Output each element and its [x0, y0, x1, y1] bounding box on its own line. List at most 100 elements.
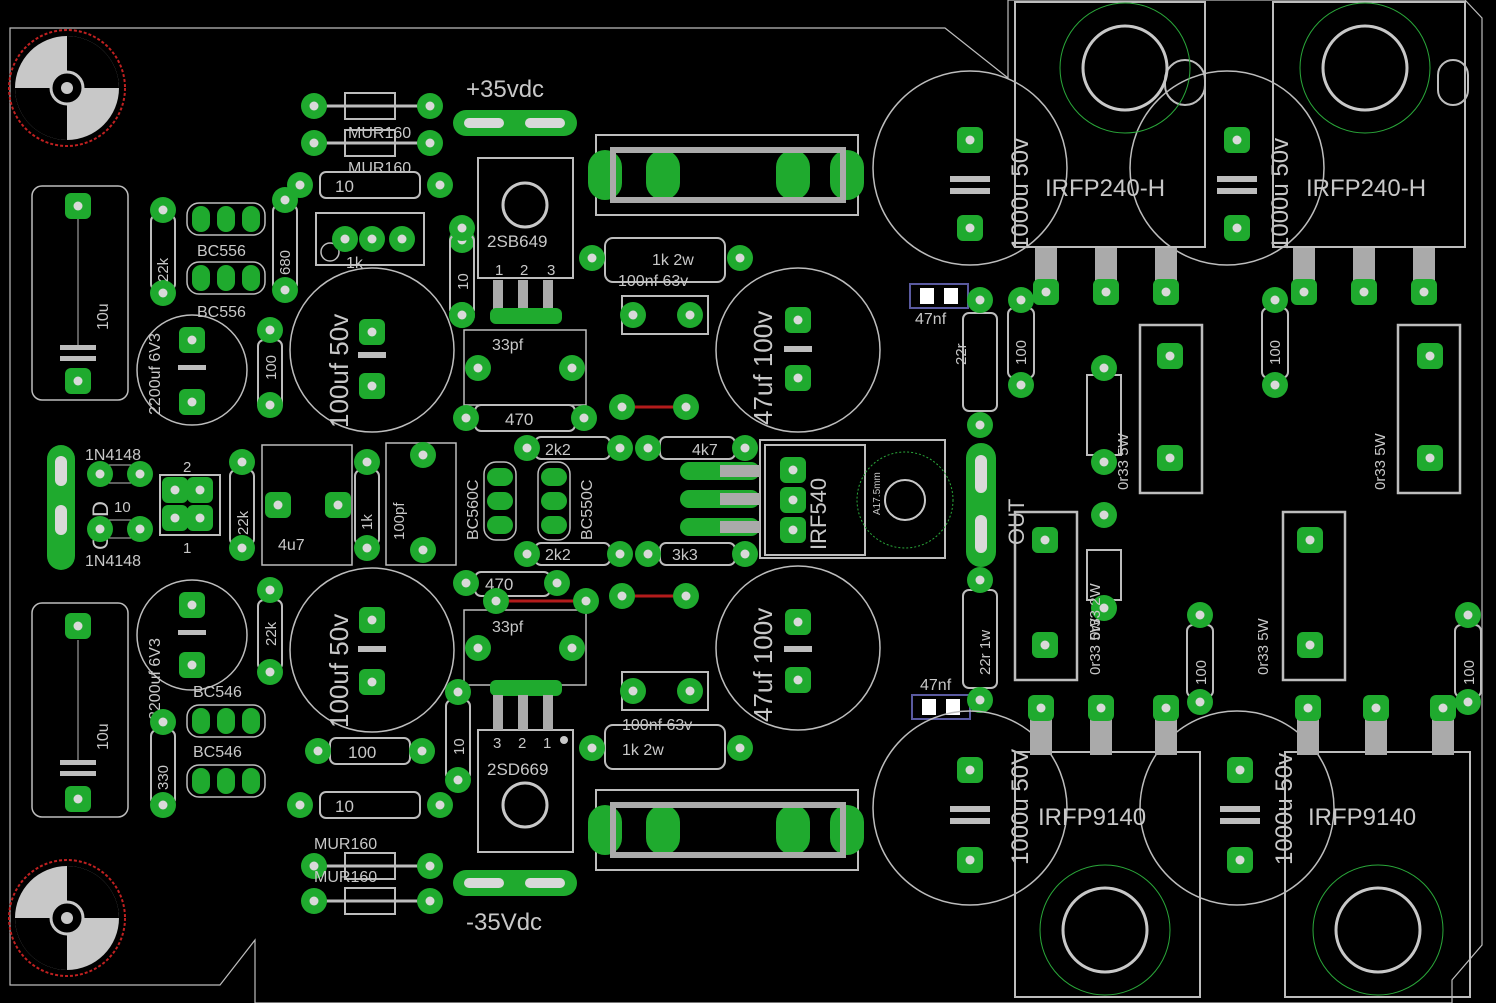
- svg-text:100pf: 100pf: [391, 502, 408, 540]
- transistor-bc546-b: BC546: [186, 744, 266, 798]
- svg-text:-35Vdc: -35Vdc: [466, 909, 542, 936]
- bias-connector: 2 1: [159, 459, 221, 557]
- resistor-4k7: 4k7: [635, 435, 758, 461]
- resistor-330: 330: [150, 709, 176, 818]
- resistor-10-c: 10: [449, 215, 475, 328]
- resistor-1k-mid: 1k: [354, 449, 380, 561]
- svg-text:IRFP9140: IRFP9140: [1038, 804, 1146, 831]
- svg-text:IRFP9140: IRFP9140: [1308, 804, 1416, 831]
- transistor-2sb649: 2SB649 1 2 3: [449, 157, 574, 328]
- cap-47nf-b: 47nf: [911, 677, 971, 720]
- resistor-100-bottom: 100: [305, 737, 435, 765]
- svg-text:1: 1: [495, 262, 503, 279]
- svg-text:22r: 22r: [953, 343, 970, 365]
- cap-10u-top: 10u: [31, 185, 129, 401]
- cap-33pf-a: 33pf: [463, 329, 587, 406]
- mosfet-irfp9140-a: IRFP9140: [1014, 695, 1201, 998]
- mount-hole-bottom: [8, 859, 126, 977]
- svg-text:10: 10: [455, 273, 472, 290]
- svg-text:3: 3: [547, 262, 555, 279]
- svg-text:4k7: 4k7: [692, 442, 718, 459]
- cap-2200uf-a: 2200uf 6V3: [136, 314, 248, 426]
- svg-text:22k: 22k: [235, 510, 252, 535]
- cap-47nf-a: 47nf: [909, 283, 969, 328]
- cap-10u-bottom: 10u: [31, 602, 129, 818]
- resistor-22k-a: 22k: [150, 197, 176, 306]
- diode-1n4148-top: 1N4148: [85, 447, 153, 487]
- resistor-100-out-b: 100: [1261, 287, 1289, 398]
- svg-text:0r33 2W: 0r33 2W: [1087, 582, 1104, 640]
- svg-text:470: 470: [505, 410, 533, 429]
- svg-text:47uf 100v: 47uf 100v: [748, 311, 778, 425]
- mosfet-irfp240-a: IRFP240-H: [1014, 1, 1206, 305]
- resistor-1k-2w-bottom: 1k 2w: [579, 724, 753, 770]
- svg-text:2: 2: [520, 262, 528, 279]
- svg-text:47nf: 47nf: [915, 311, 947, 328]
- cap-100uf-a: 100uf 50v: [289, 267, 455, 433]
- svg-text:22k: 22k: [155, 257, 172, 282]
- svg-text:1k: 1k: [346, 255, 364, 272]
- diode-mur160-4: MUR160: [301, 869, 443, 915]
- resistor-10-mid: 10: [114, 499, 131, 516]
- svg-text:MUR160: MUR160: [314, 836, 377, 853]
- svg-text:100: 100: [263, 355, 280, 380]
- svg-text:1k 2w: 1k 2w: [622, 742, 664, 759]
- resistor-10-bottom: 10: [287, 791, 453, 819]
- transistor-bc560c: BC560C: [465, 461, 517, 541]
- svg-text:10u: 10u: [95, 303, 112, 330]
- transistor-bc546-a: BC546: [186, 684, 266, 738]
- svg-text:0r33 5W: 0r33 5W: [1115, 432, 1132, 490]
- resistor-470-b: 470: [453, 570, 570, 597]
- svg-text:47nf: 47nf: [920, 677, 952, 694]
- fuse-bottom: [588, 789, 864, 871]
- resistor-0r33-d: 0r33 5W: [1255, 510, 1347, 682]
- resistor-2k2-b: 2k2: [514, 541, 633, 567]
- cap-33pf-b: 33pf: [463, 609, 587, 686]
- svg-text:100: 100: [1013, 340, 1030, 365]
- svg-text:+35vdc: +35vdc: [466, 76, 544, 103]
- svg-text:0r33 5W: 0r33 5W: [1255, 617, 1272, 675]
- mount-hole-top: [8, 29, 126, 147]
- svg-text:4u7: 4u7: [278, 537, 305, 554]
- svg-text:IRFP240-H: IRFP240-H: [1045, 175, 1165, 202]
- diode-mur160-3: MUR160: [301, 836, 443, 880]
- svg-text:100: 100: [348, 743, 376, 762]
- svg-text:1: 1: [183, 540, 191, 557]
- svg-text:1k 2w: 1k 2w: [652, 252, 694, 269]
- svg-text:OUT: OUT: [1004, 499, 1029, 545]
- resistor-100-a: 100: [257, 317, 283, 418]
- svg-text:MUR160: MUR160: [348, 125, 411, 142]
- cap-2200uf-b: 2200uf 6V3: [136, 579, 248, 720]
- resistor-100-out-d: 100: [1454, 602, 1482, 715]
- svg-text:2200uf 6V3: 2200uf 6V3: [147, 638, 164, 720]
- svg-text:33pf: 33pf: [492, 619, 524, 636]
- svg-text:A17.5mm: A17.5mm: [872, 472, 883, 515]
- mosfet-irfp240-b: IRFP240-H: [1272, 1, 1469, 305]
- svg-text:2: 2: [518, 735, 526, 752]
- svg-text:22r 1w: 22r 1w: [977, 630, 994, 675]
- svg-text:2: 2: [183, 459, 191, 476]
- svg-text:1k: 1k: [359, 514, 376, 530]
- resistor-22r: 22r: [953, 287, 998, 438]
- svg-text:3: 3: [493, 735, 501, 752]
- resistor-0r33-b: 0r33 5W: [1372, 323, 1462, 495]
- svg-text:BC546: BC546: [193, 744, 242, 761]
- resistor-3k3: 3k3: [635, 541, 758, 567]
- diode-1n4148-bottom: 1N4148: [85, 516, 153, 570]
- svg-text:BC550C: BC550C: [579, 480, 596, 540]
- svg-text:10u: 10u: [95, 723, 112, 750]
- svg-text:1: 1: [543, 735, 551, 752]
- svg-text:MUR160: MUR160: [348, 160, 411, 177]
- cap-1000u-b: 1000u 50v: [1129, 70, 1325, 266]
- svg-text:10: 10: [451, 738, 468, 755]
- cap-100pf: 100pf: [385, 442, 457, 566]
- svg-text:2k2: 2k2: [545, 547, 571, 564]
- mosfet-irfp9140-b: IRFP9140: [1284, 695, 1471, 998]
- fuse-top: [588, 134, 864, 216]
- svg-text:IRF540: IRF540: [806, 478, 831, 550]
- board-outline: [9, 0, 1483, 1003]
- svg-text:BC560C: BC560C: [465, 480, 482, 540]
- transistor-bc550c: BC550C: [537, 461, 596, 541]
- svg-text:BC556: BC556: [197, 243, 246, 260]
